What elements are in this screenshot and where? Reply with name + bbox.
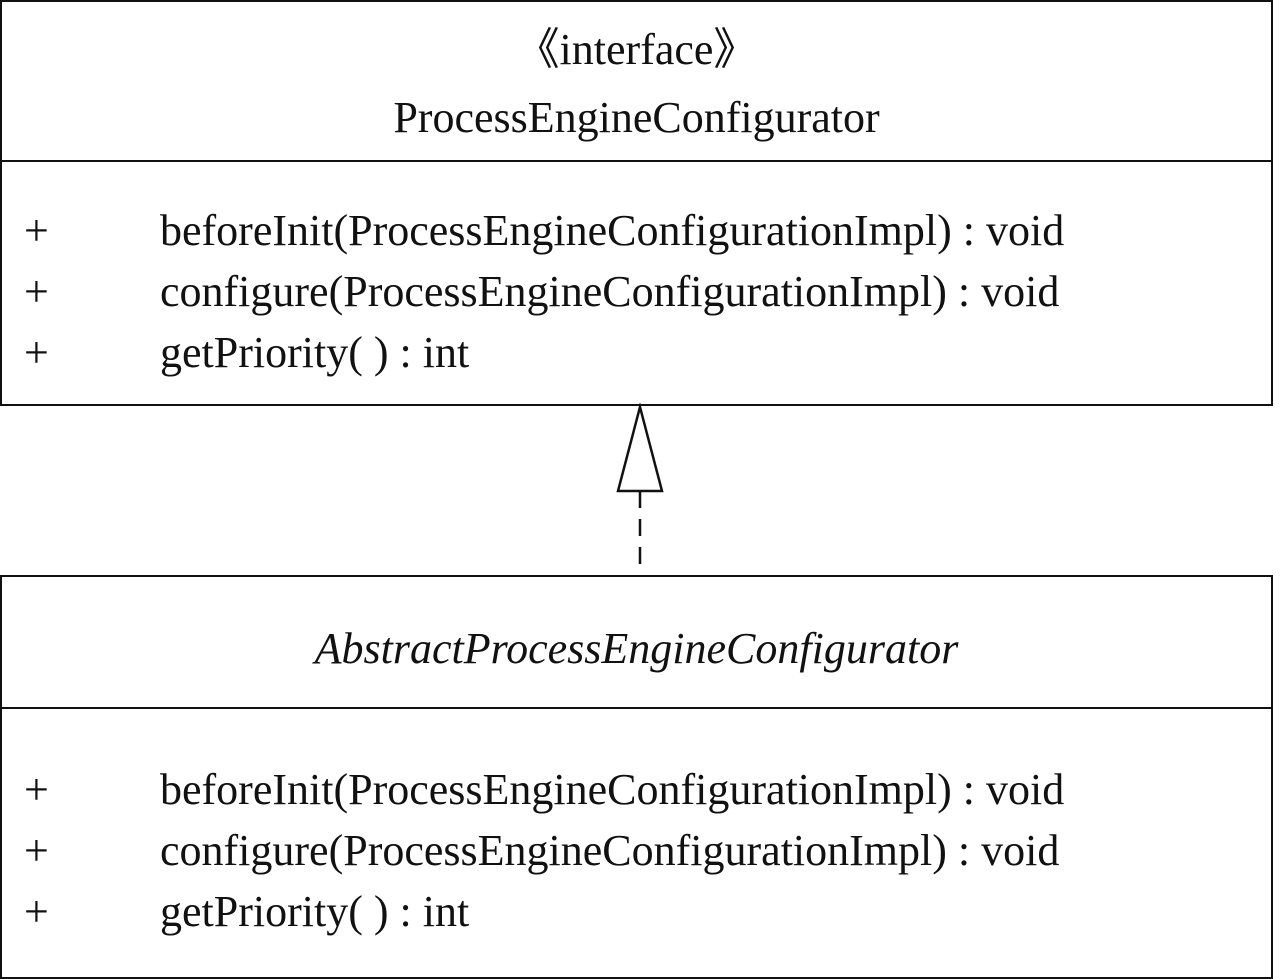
realization-arrowhead-icon <box>616 402 664 493</box>
operation-signature: beforeInit(ProcessEngineConfigurationImp… <box>160 206 1065 255</box>
interface-class-box: 《interface》 ProcessEngineConfigurator + … <box>0 0 1273 406</box>
operation-signature: configure(ProcessEngineConfigurationImpl… <box>160 267 1060 316</box>
operation-visibility: + <box>24 328 49 377</box>
abstract-operation: + beforeInit(ProcessEngineConfigurationI… <box>2 759 1271 820</box>
operation-signature: beforeInit(ProcessEngineConfigurationImp… <box>160 765 1065 814</box>
operation-visibility: + <box>24 826 49 875</box>
interface-operation: + beforeInit(ProcessEngineConfigurationI… <box>2 200 1271 261</box>
interface-operations-list: + beforeInit(ProcessEngineConfigurationI… <box>2 162 1271 383</box>
interface-stereotype: 《interface》 <box>515 25 758 74</box>
operation-signature: getPriority( ) : int <box>160 887 470 936</box>
abstract-class-header: AbstractProcessEngineConfigurator <box>2 577 1271 709</box>
operation-visibility: + <box>24 267 49 316</box>
abstract-class-name: AbstractProcessEngineConfigurator <box>314 624 959 673</box>
interface-class-name: ProcessEngineConfigurator <box>393 93 880 142</box>
abstract-operation: + configure(ProcessEngineConfigurationIm… <box>2 820 1271 881</box>
operation-signature: configure(ProcessEngineConfigurationImpl… <box>160 826 1060 875</box>
operation-visibility: + <box>24 887 49 936</box>
operation-visibility: + <box>24 206 49 255</box>
operation-signature: getPriority( ) : int <box>160 328 470 377</box>
interface-operation: + getPriority( ) : int <box>2 322 1271 383</box>
interface-class-header: 《interface》 ProcessEngineConfigurator <box>2 2 1271 162</box>
interface-operation: + configure(ProcessEngineConfigurationIm… <box>2 261 1271 322</box>
abstract-class-box: AbstractProcessEngineConfigurator + befo… <box>0 575 1273 979</box>
operation-visibility: + <box>24 765 49 814</box>
abstract-operation: + getPriority( ) : int <box>2 881 1271 942</box>
realization-arrow <box>616 402 664 576</box>
abstract-operations-list: + beforeInit(ProcessEngineConfigurationI… <box>2 709 1271 942</box>
